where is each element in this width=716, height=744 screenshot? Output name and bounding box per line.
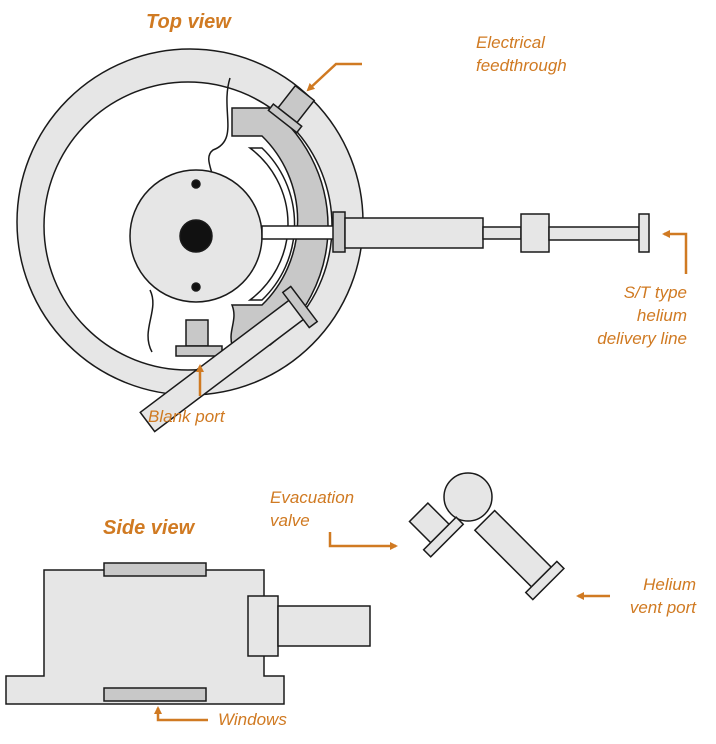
electrical-label-line2: feedthrough (476, 56, 567, 75)
side-body (5, 569, 285, 705)
vent-label-line2: vent port (629, 598, 696, 617)
tee-junction (443, 472, 493, 522)
side-port-tube (277, 605, 371, 647)
helium-vent-port (473, 509, 566, 601)
mount-hole-top (191, 179, 201, 189)
radiation-shield (230, 107, 329, 346)
blank-port-label: Blank port (148, 407, 225, 426)
callout-arrows (154, 62, 688, 722)
blank-port-flange (175, 345, 223, 357)
mount-hole-bottom (191, 282, 201, 292)
sample-hole (179, 219, 213, 253)
vent-label-line1: Helium (643, 575, 696, 594)
delivery-end-cap (638, 213, 650, 253)
delivery-flange (332, 211, 346, 253)
blank-port-neck (185, 319, 209, 347)
delivery-tube (344, 217, 484, 249)
arrow-electrical (306, 62, 362, 92)
delivery-line (548, 226, 640, 241)
side-view-title: Side view (103, 517, 195, 539)
evacuation-valve (408, 502, 465, 558)
side-view (5, 562, 371, 705)
top-view (16, 48, 650, 601)
vent-arm (139, 285, 319, 433)
side-window-bottom (103, 687, 207, 702)
arrow-evacuation (328, 532, 398, 550)
cold-finger (261, 225, 339, 240)
top-view-title: Top view (146, 11, 231, 33)
delivery-label-line1: S/T type (623, 283, 687, 302)
side-window-top (103, 562, 207, 577)
delivery-coupling (482, 226, 522, 240)
side-port-flange (247, 595, 279, 657)
delivery-label-line3: delivery line (597, 329, 687, 348)
delivery-label-line2: helium (636, 306, 687, 325)
wire-left-bottom (147, 289, 154, 353)
evacuation-label-line2: valve (270, 511, 310, 530)
electrical-label-line1: Electrical (476, 33, 545, 52)
arrow-windows (154, 706, 208, 722)
shield-gap (247, 147, 296, 301)
evacuation-label-line1: Evacuation (270, 488, 355, 507)
arrow-delivery (662, 230, 688, 274)
windows-label: Windows (218, 710, 287, 729)
electrical-feedthrough (267, 84, 316, 134)
delivery-nut (520, 213, 550, 253)
